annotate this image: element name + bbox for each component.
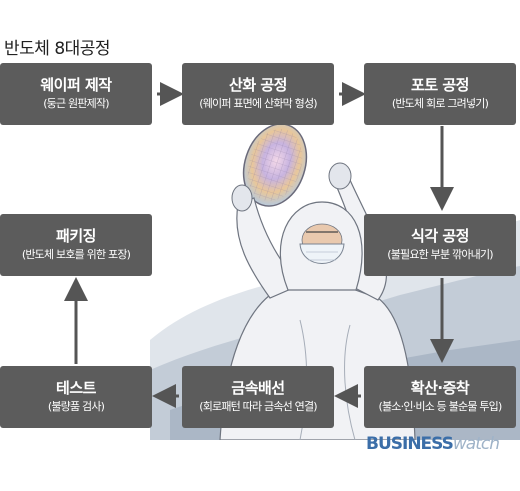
step-name: 웨이퍼 제작 [40, 76, 112, 94]
step-oxidation: 산화 공정 (웨이퍼 표면에 산화막 형성) [182, 63, 334, 125]
step-photolithography: 포토 공정 (반도체 회로 그려넣기) [364, 63, 516, 125]
step-name: 산화 공정 [229, 76, 287, 94]
step-name: 금속배선 [231, 379, 285, 397]
logo-strong-text: BUSINESS [366, 434, 454, 454]
step-desc: (웨이퍼 표면에 산화막 형성) [199, 97, 317, 110]
step-name: 확산·증착 [410, 379, 470, 397]
step-packaging: 패키징 (반도체 보호를 위한 포장) [0, 214, 152, 276]
step-name: 테스트 [56, 379, 96, 397]
step-name: 패키징 [56, 227, 96, 245]
step-name: 포토 공정 [411, 76, 469, 94]
step-testing: 테스트 (불량품 검사) [0, 366, 152, 428]
logo-light-text: watch [452, 434, 500, 454]
step-wafer-fabrication: 웨이퍼 제작 (둥근 원판제작) [0, 63, 152, 125]
diagram-title: 반도체 8대공정 [4, 39, 111, 59]
step-desc: (반도체 회로 그려넣기) [391, 97, 489, 110]
step-desc: (반도체 보호를 위한 포장) [21, 248, 131, 261]
step-metallization: 금속배선 (회로패턴 따라 금속선 연결) [182, 366, 334, 428]
step-desc: (회로패턴 따라 금속선 연결) [199, 400, 317, 413]
wafer-icon [242, 123, 308, 207]
businesswatch-logo: BUSINESSwatch [366, 434, 500, 454]
step-desc: (둥근 원판제작) [43, 97, 109, 110]
step-desc: (불필요한 부분 깎아내기) [387, 248, 493, 261]
step-diffusion-deposition: 확산·증착 (불소·인·비소 등 불순물 투입) [364, 366, 516, 428]
step-etching: 식각 공정 (불필요한 부분 깎아내기) [364, 214, 516, 276]
step-desc: (불량품 검사) [47, 400, 105, 413]
step-name: 식각 공정 [411, 227, 469, 245]
step-desc: (불소·인·비소 등 불순물 투입) [378, 400, 503, 413]
